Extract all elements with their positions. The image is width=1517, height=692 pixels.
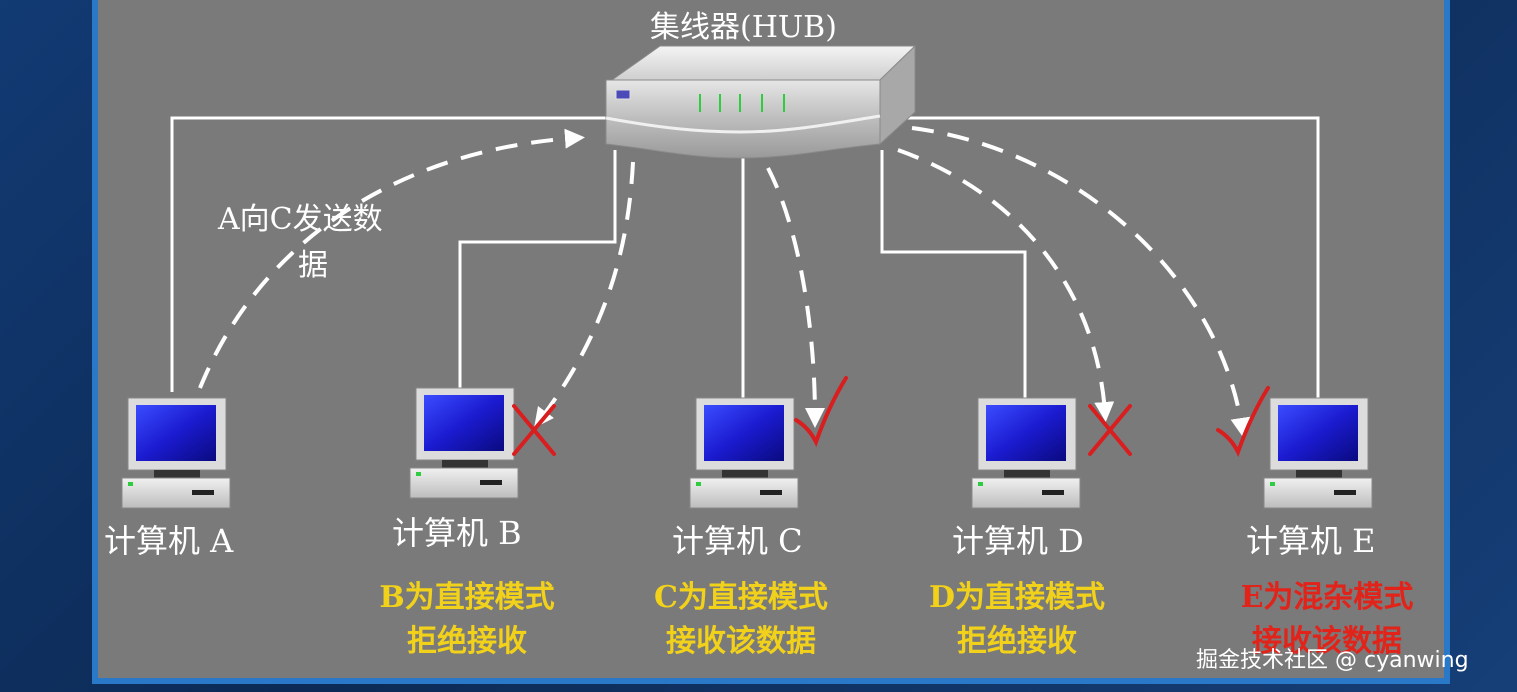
check-icon <box>1216 386 1270 458</box>
computer-b <box>409 387 519 499</box>
computer-d <box>971 397 1081 509</box>
computer-b-label: 计算机 B <box>392 514 522 552</box>
computer-c-mode: C为直接模式 接收该数据 <box>636 576 846 664</box>
flow-a-to-hub <box>198 128 585 389</box>
flow-hub-to-d <box>897 148 1115 422</box>
wire-a <box>170 116 612 392</box>
computer-e <box>1263 397 1373 509</box>
monitor-screen <box>986 405 1066 461</box>
computer-c <box>689 397 799 509</box>
computer-e-label: 计算机 E <box>1246 522 1376 560</box>
computer-d-label: 计算机 D <box>952 522 1084 560</box>
wire-d <box>880 150 1027 398</box>
hub-device <box>605 44 917 159</box>
mode-line2: 拒绝接收 <box>407 624 527 659</box>
monitor-screen <box>704 405 784 461</box>
pc-case <box>1263 477 1373 509</box>
hub-top-face <box>610 45 917 81</box>
watermark: 掘金技术社区 @ cyanwing <box>1196 648 1469 673</box>
mode-line1: D为直接模式 <box>928 580 1105 615</box>
mode-line1: C为直接模式 <box>654 580 828 615</box>
computer-c-label: 计算机 C <box>672 522 803 560</box>
mode-line2: 拒绝接收 <box>957 624 1077 659</box>
flow-hub-to-c <box>766 167 825 428</box>
cross-icon <box>1088 404 1132 456</box>
send-annotation-line1: A向C发送数 <box>218 202 383 237</box>
computer-b-mode: B为直接模式 拒绝接收 <box>362 576 572 664</box>
computer-a <box>121 397 231 509</box>
hub-front-groove <box>605 114 881 134</box>
monitor-screen <box>424 395 504 451</box>
hub-front-face <box>605 79 881 159</box>
wires <box>170 116 1320 398</box>
hub-title: 集线器(HUB) <box>650 10 837 45</box>
computer-a-label: 计算机 A <box>104 522 234 560</box>
mode-line2: 接收该数据 <box>1252 624 1402 659</box>
wire-b <box>458 150 617 392</box>
send-annotation-line2: 据 <box>298 248 328 283</box>
data-flow-arrows <box>198 126 1251 438</box>
flow-hub-to-e <box>911 126 1251 438</box>
flow-hub-to-b <box>534 161 635 429</box>
computer-d-mode: D为直接模式 拒绝接收 <box>912 576 1122 664</box>
cross-icon <box>512 404 556 456</box>
mode-line2: 接收该数据 <box>666 624 816 659</box>
monitor-screen <box>136 405 216 461</box>
mode-line1: E为混杂模式 <box>1240 580 1414 615</box>
monitor-screen <box>1278 405 1358 461</box>
computer-e-mode: E为混杂模式 接收该数据 <box>1222 576 1432 664</box>
wire-e <box>905 116 1320 398</box>
mode-line1: B为直接模式 <box>379 580 555 615</box>
hub-power-led <box>615 89 631 100</box>
hub-port-leds <box>699 94 785 112</box>
check-icon <box>794 376 848 448</box>
